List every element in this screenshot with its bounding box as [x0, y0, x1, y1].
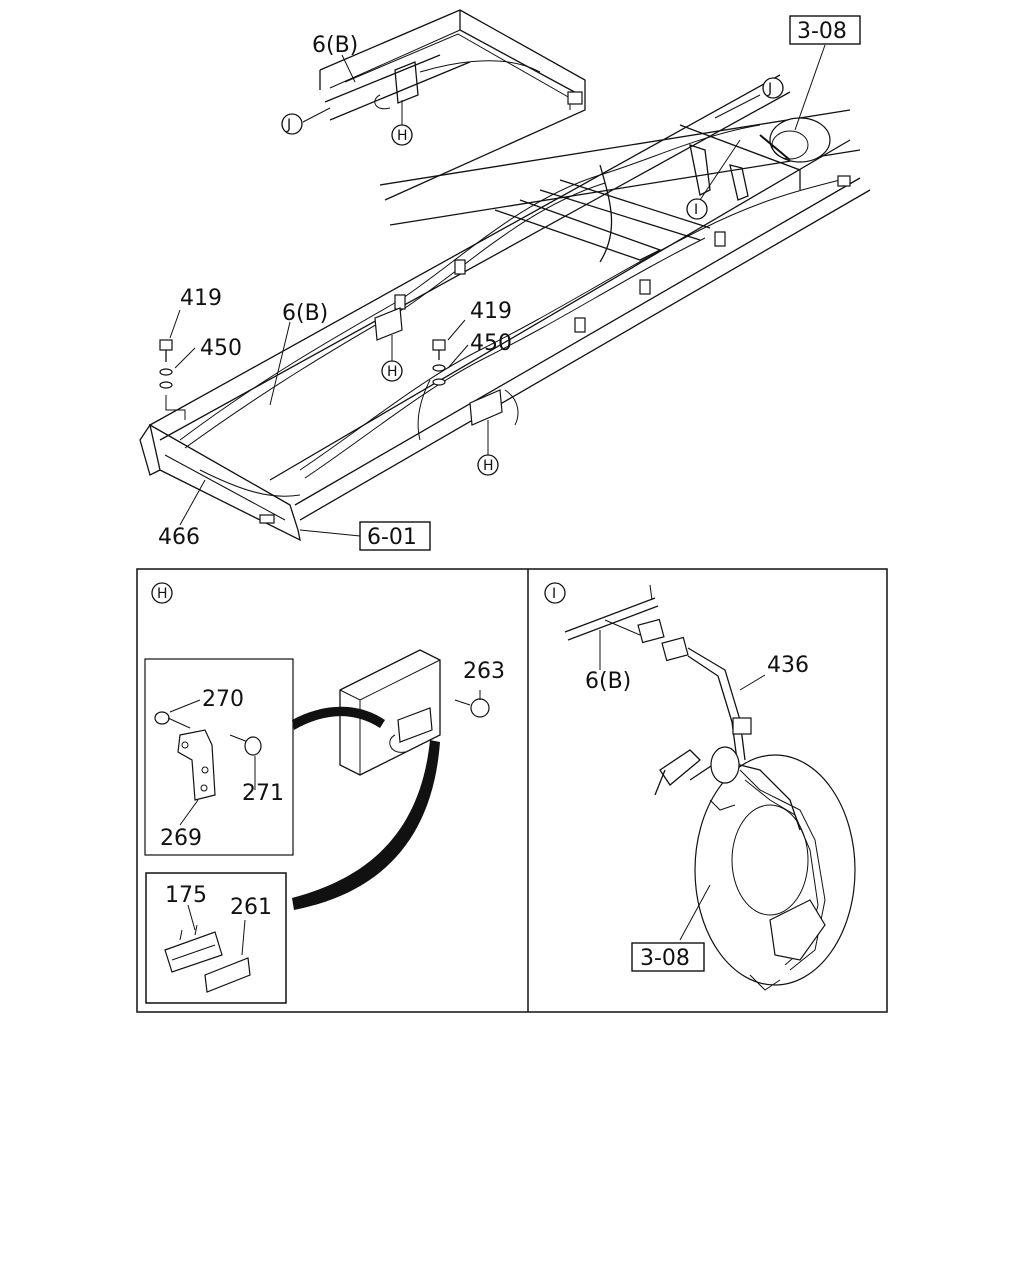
- svg-text:3-08: 3-08: [797, 19, 847, 44]
- inset-box-bracket: [144, 658, 294, 856]
- bolt-271: [229, 734, 262, 756]
- svg-text:H: H: [157, 586, 168, 602]
- svg-text:H: H: [483, 458, 494, 474]
- detail-panel-h: H 270 271 269: [144, 582, 505, 1004]
- svg-text:3-08: 3-08: [640, 946, 690, 971]
- inset-box-connector: [145, 872, 287, 1004]
- ref-box-3-08-panel: 3-08: [631, 942, 705, 972]
- connector-175: [164, 924, 223, 973]
- svg-text:I: I: [552, 586, 556, 602]
- frame-side-rails: [149, 74, 871, 521]
- circle-j-top-left: J: [281, 113, 303, 135]
- ref-box-6-01: 6-01: [359, 521, 431, 551]
- detail-panels-frame: [136, 568, 888, 1013]
- circle-h-mid: H: [381, 360, 403, 382]
- label-261: 261: [230, 895, 272, 920]
- circle-i-main: I: [686, 198, 708, 220]
- circle-h-top: H: [391, 124, 413, 146]
- label-6b-top: 6(B): [312, 33, 358, 58]
- label-6b-mid: 6(B): [282, 301, 328, 326]
- bolts-and-washers: [159, 339, 446, 420]
- svg-text:6-01: 6-01: [367, 525, 417, 550]
- svg-text:J: J: [286, 117, 291, 133]
- label-263: 263: [463, 659, 505, 684]
- brake-drum-detail: [654, 746, 856, 991]
- harness-brackets: [374, 307, 519, 426]
- frame-cross-members: [494, 124, 801, 263]
- label-450-left: 450: [200, 336, 242, 361]
- label-269: 269: [160, 826, 202, 851]
- label-271: 271: [242, 781, 284, 806]
- nut-270: [154, 711, 191, 729]
- top-leader-lines: [169, 44, 826, 537]
- svg-text:H: H: [397, 128, 408, 144]
- svg-text:J: J: [767, 81, 772, 97]
- label-6b-panel: 6(B): [585, 669, 631, 694]
- svg-text:H: H: [387, 364, 398, 380]
- chassis-frame-assembly: [139, 9, 871, 542]
- cover-261: [204, 957, 251, 993]
- label-270: 270: [202, 687, 244, 712]
- circle-j-top-right: J: [762, 77, 784, 99]
- panel-i-marker: I: [544, 582, 566, 604]
- bracket-269: [177, 729, 216, 801]
- frame-section-detail: [339, 649, 490, 776]
- label-419-left: 419: [180, 286, 222, 311]
- svg-text:I: I: [694, 202, 698, 218]
- harness-wires: [179, 124, 851, 497]
- rear-bumper: [139, 423, 301, 542]
- ref-box-3-08-top: 3-08: [789, 15, 861, 45]
- label-175: 175: [165, 883, 207, 908]
- label-450-right: 450: [470, 331, 512, 356]
- upper-inset-frame: [319, 9, 586, 201]
- harness-6b-branch: [564, 584, 689, 662]
- label-419-right: 419: [470, 299, 512, 324]
- label-466: 466: [158, 525, 200, 550]
- rear-brake-drum: [759, 117, 831, 163]
- arrow-to-connector: [292, 740, 440, 910]
- harness-436: [687, 647, 752, 761]
- panel-h-marker: H: [151, 582, 173, 604]
- circle-h-lower: H: [477, 454, 499, 476]
- detail-panel-i: I 6(B) 436: [544, 582, 856, 991]
- arrow-to-bracket: [292, 706, 385, 730]
- label-436: 436: [767, 653, 809, 678]
